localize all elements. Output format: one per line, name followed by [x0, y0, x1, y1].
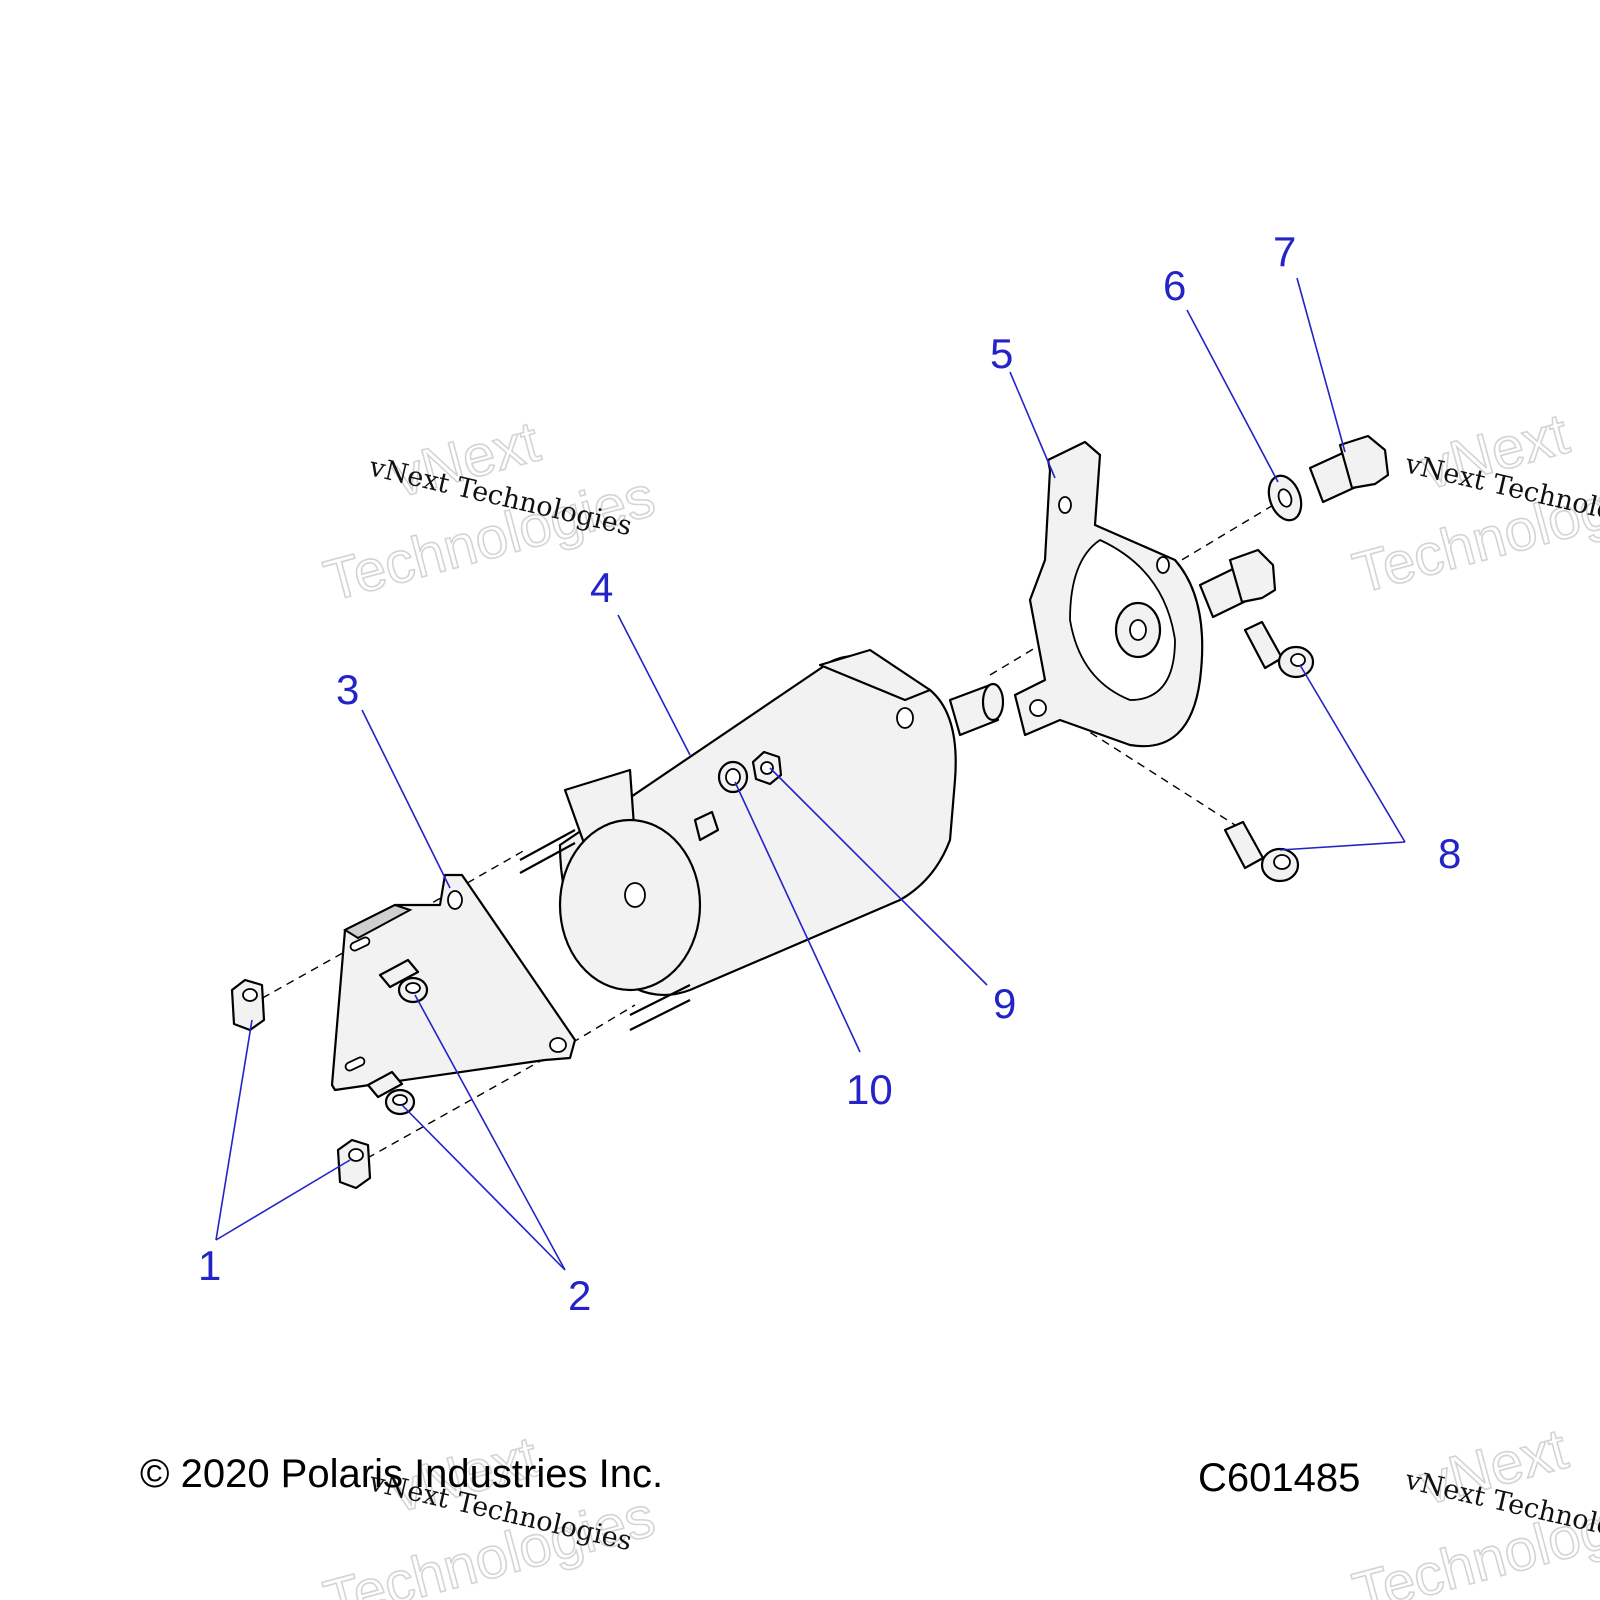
callout-4: 4	[590, 564, 613, 611]
terminal-nut	[751, 750, 783, 786]
copyright-notice: © 2020 Polaris Industries Inc.	[140, 1452, 664, 1496]
support-bracket-right	[1013, 440, 1204, 748]
flange-nut-lower	[336, 1138, 372, 1190]
watermark-bottom-right: vNext Technologies vNext Technologies	[1346, 1415, 1600, 1600]
callout-leaders	[215, 277, 1406, 1271]
starter-motor	[519, 648, 1005, 1031]
callout-numbers: 1 2 3 4 5 6 7 8 9 10	[198, 228, 1461, 1319]
callout-10: 10	[846, 1066, 893, 1113]
callout-5: 5	[990, 330, 1013, 377]
bracket-bolt-lower	[366, 1070, 416, 1116]
flange-nut-upper	[230, 978, 266, 1032]
bracket-washer	[1267, 474, 1303, 522]
bracket-bolt-top	[1308, 434, 1390, 504]
watermark-bottom-left: vNext Technologies vNext Technologies	[317, 1423, 662, 1600]
callout-1: 1	[198, 1242, 221, 1289]
watermark-top-right: vNext Technologies vNext Technologies	[1346, 400, 1600, 607]
mounting-bracket-left	[330, 873, 577, 1092]
terminal-washer	[717, 760, 749, 794]
bracket-stud-upper	[1243, 620, 1315, 679]
callout-2: 2	[568, 1272, 591, 1319]
callout-3: 3	[336, 666, 359, 713]
callout-6: 6	[1163, 262, 1186, 309]
bracket-bolt-upper	[378, 958, 429, 1004]
callout-9: 9	[993, 980, 1016, 1027]
bracket-bolt-middle	[1198, 548, 1277, 619]
bracket-stud-lower	[1223, 820, 1300, 883]
callout-7: 7	[1273, 228, 1296, 275]
callout-8: 8	[1438, 830, 1461, 877]
figure-id: C601485	[1198, 1456, 1361, 1500]
